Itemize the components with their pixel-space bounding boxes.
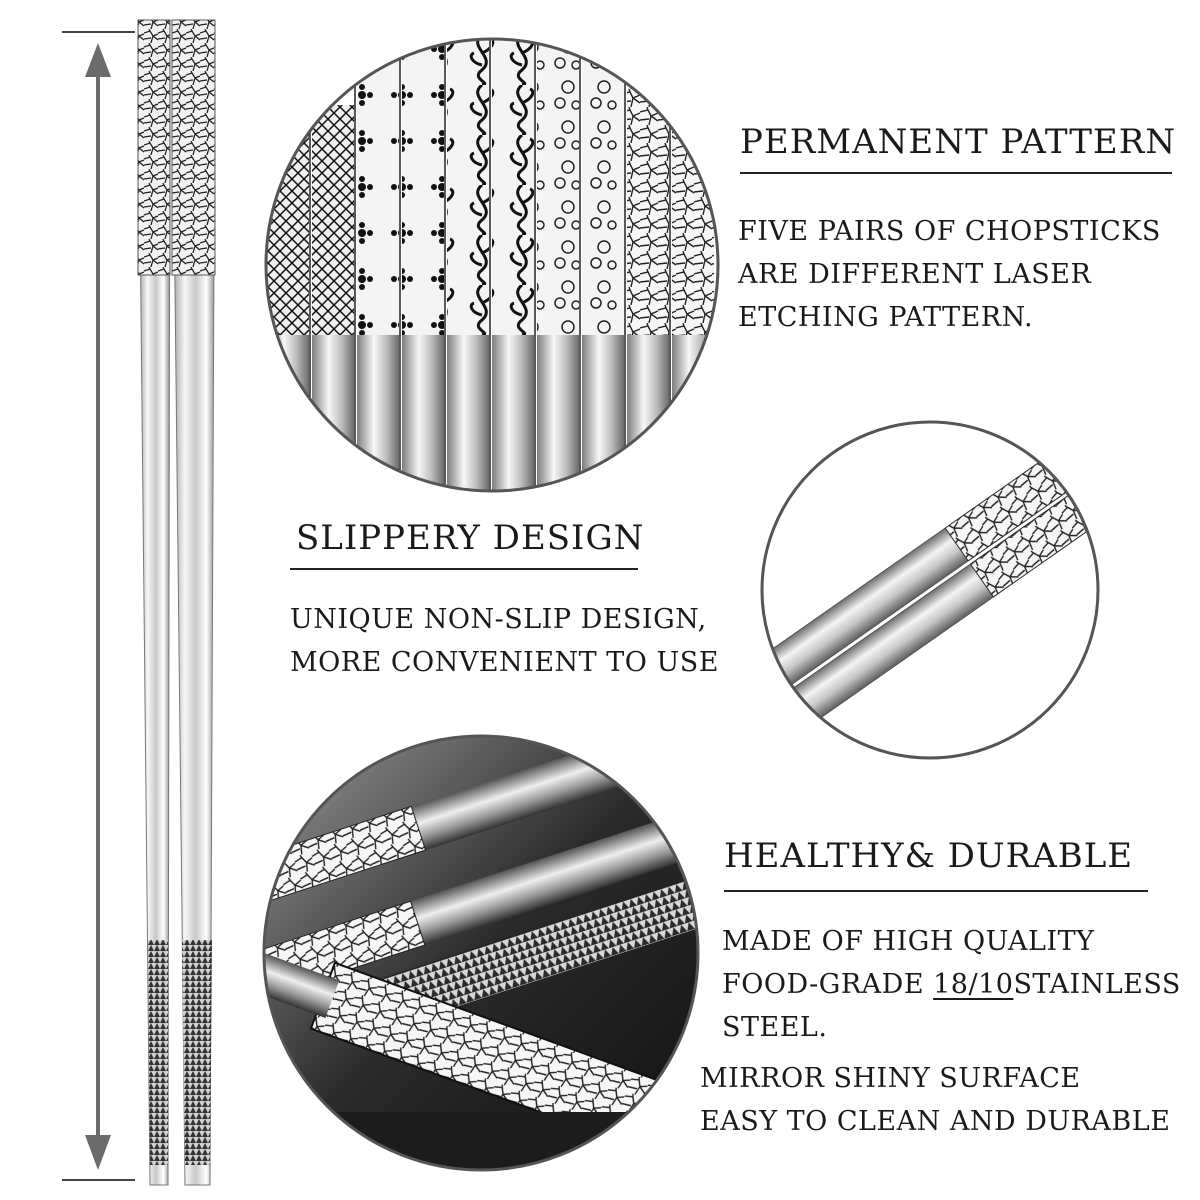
slip-design-closeup-circle bbox=[760, 420, 1100, 760]
healthy-durable-heading: HEALTHY& DURABLE bbox=[724, 836, 1134, 876]
permanent-pattern-heading: PERMANENT PATTERN bbox=[740, 122, 1177, 162]
length-arrow bbox=[62, 31, 135, 1181]
healthy-line-1: MADE OF HIGH QUALITY bbox=[722, 926, 1095, 957]
slippery-design-text: UNIQUE NON-SLIP DESIGN, MORE CONVENIENT … bbox=[290, 598, 719, 684]
chopsticks-pair-image bbox=[137, 19, 216, 1186]
healthy-durable-rule bbox=[724, 890, 1148, 892]
healthy-durable-text: MADE OF HIGH QUALITY FOOD-GRADE 18/10STA… bbox=[722, 920, 1181, 1049]
healthy-line-2-prefix: FOOD-GRADE bbox=[722, 969, 934, 1000]
slippery-line-2: MORE CONVENIENT TO USE bbox=[290, 647, 719, 678]
surface-text: MIRROR SHINY SURFACE EASY TO CLEAN AND D… bbox=[700, 1057, 1170, 1143]
slippery-design-heading: SLIPPERY DESIGN bbox=[296, 518, 645, 558]
healthy-line-2: FOOD-GRADE 18/10STAINLESS bbox=[722, 963, 1181, 1006]
surface-line-2: EASY TO CLEAN AND DURABLE bbox=[700, 1106, 1171, 1137]
slippery-design-rule bbox=[290, 568, 638, 570]
rest-closeup-circle bbox=[262, 734, 700, 1172]
patterns-closeup-circle bbox=[264, 37, 720, 493]
steel-grade: 18/10 bbox=[933, 969, 1014, 1000]
permanent-pattern-text: FIVE PAIRS OF CHOPSTICKS ARE DIFFERENT L… bbox=[738, 210, 1161, 339]
healthy-line-3: STEEL. bbox=[722, 1012, 828, 1043]
permanent-line-2: ARE DIFFERENT LASER bbox=[738, 259, 1092, 290]
permanent-line-3: ETCHING PATTERN. bbox=[738, 302, 1034, 333]
surface-line-1: MIRROR SHINY SURFACE bbox=[700, 1063, 1081, 1094]
healthy-line-2-suffix: STAINLESS bbox=[1013, 969, 1181, 1000]
permanent-pattern-rule bbox=[740, 172, 1172, 174]
permanent-line-1: FIVE PAIRS OF CHOPSTICKS bbox=[738, 216, 1161, 247]
slippery-line-1: UNIQUE NON-SLIP DESIGN, bbox=[290, 604, 707, 635]
